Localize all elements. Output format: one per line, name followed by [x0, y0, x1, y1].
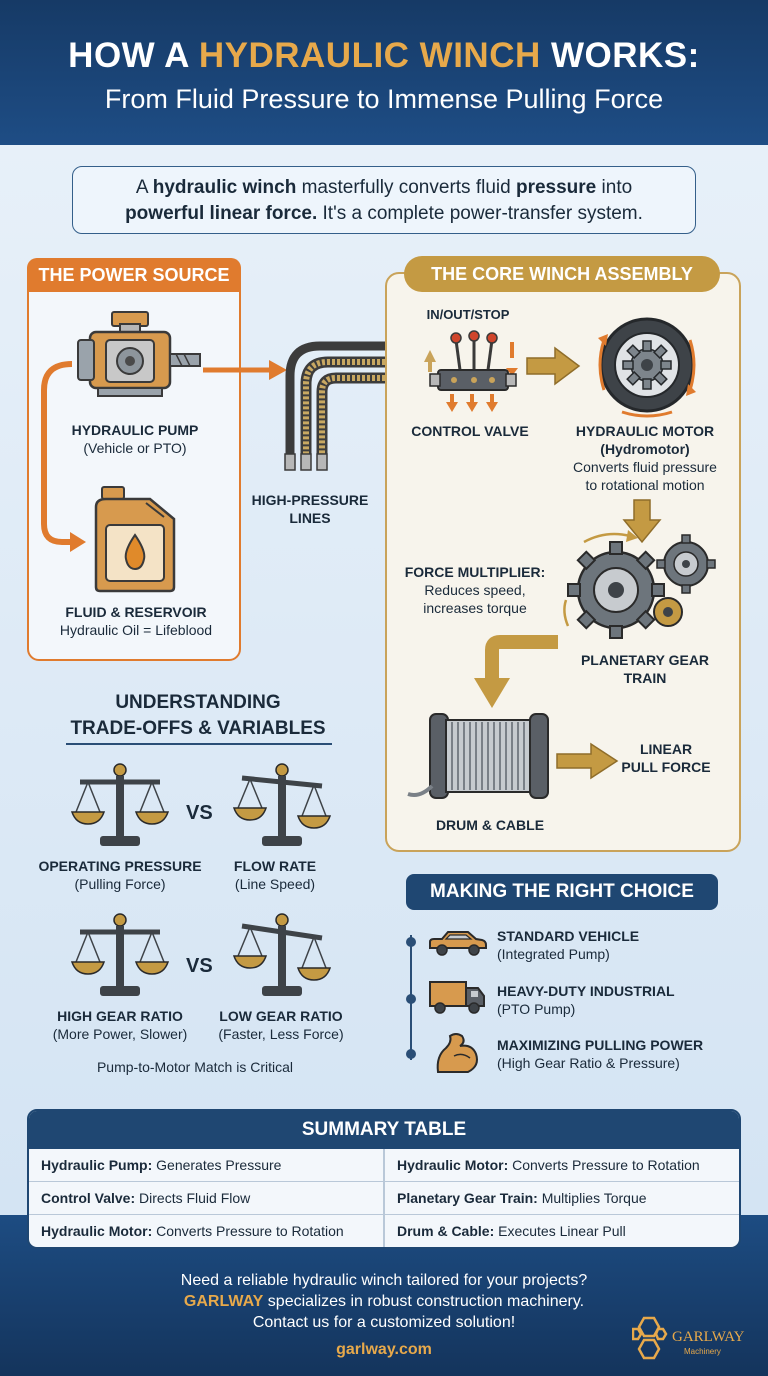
- truck-icon: [429, 981, 485, 1014]
- choice-item: STANDARD VEHICLE(Integrated Pump): [497, 928, 640, 962]
- return-flow-arrow: [41, 361, 86, 552]
- brand-name: GARLWAY: [183, 1293, 264, 1310]
- pump-to-lines-arrow: [203, 360, 287, 380]
- balance-scale-icon: [70, 763, 170, 846]
- timeline-dot: [406, 1049, 416, 1059]
- timeline-dot: [406, 937, 416, 947]
- balance-scale-icon: [232, 763, 332, 846]
- summary-title: SUMMARY TABLE: [29, 1111, 739, 1149]
- balance-scale-icon: [70, 913, 170, 996]
- core-assembly-title: THE CORE WINCH ASSEMBLY: [404, 256, 720, 292]
- control-valve-icon: [424, 330, 518, 412]
- oil-reservoir-icon: [94, 486, 176, 593]
- page-subtitle: From Fluid Pressure to Immense Pulling F…: [104, 84, 664, 114]
- timeline-dot: [406, 994, 416, 1004]
- drum-to-pull-arrow: [556, 742, 619, 780]
- high-gear-ratio-label: HIGH GEAR RATIO(More Power, Slower): [52, 1008, 188, 1042]
- footer-cta: Need a reliable hydraulic winch tailored…: [180, 1272, 588, 1331]
- table-divider: [383, 1149, 385, 1247]
- match-note: Pump-to-Motor Match is Critical: [96, 1059, 294, 1075]
- valve-to-motor-arrow: [526, 346, 581, 386]
- vs-label: VS: [186, 802, 213, 824]
- power-source-title: THE POWER SOURCE: [27, 258, 241, 292]
- valve-mode-label: IN/OUT/STOP: [426, 307, 510, 322]
- table-cell: Control Valve: Directs Fluid Flow: [29, 1182, 383, 1215]
- hydraulic-motor-icon: [598, 317, 696, 418]
- gear-to-drum-arrow: [474, 635, 558, 708]
- operating-pressure-label: OPERATING PRESSURE(Pulling Force): [38, 858, 202, 892]
- summary-table: SUMMARY TABLE Hydraulic Pump: Generates …: [27, 1109, 741, 1249]
- table-cell: Planetary Gear Train: Multiplies Torque: [385, 1182, 739, 1215]
- motor-to-gear-arrow: [622, 499, 662, 544]
- title-highlight: HYDRAULIC WINCH: [198, 36, 541, 75]
- motor-label: HYDRAULIC MOTOR(Hydromotor)Converts flui…: [573, 423, 717, 493]
- garlway-logo: GARLWAY Machinery: [632, 1316, 745, 1360]
- website-link[interactable]: garlway.com: [336, 1341, 432, 1358]
- choice-title: MAKING THE RIGHT CHOICE: [406, 874, 718, 910]
- tradeoffs-underline: [66, 743, 332, 745]
- flow-rate-label: FLOW RATE(Line Speed): [233, 858, 317, 892]
- drum-label: DRUM & CABLE: [435, 817, 545, 833]
- table-cell: Drum & Cable: Executes Linear Pull: [397, 1223, 626, 1239]
- force-multiplier-label: FORCE MULTIPLIER:Reduces speed,increases…: [404, 564, 546, 616]
- car-icon: [429, 931, 487, 956]
- intro-box: A hydraulic winch masterfully converts f…: [72, 166, 696, 234]
- page-title: HOW A HYDRAULIC WINCH WORKS:: [68, 36, 700, 75]
- choice-item: HEAVY-DUTY INDUSTRIAL(PTO Pump): [497, 983, 675, 1017]
- hydraulic-pump-icon: [77, 311, 201, 397]
- flexed-arm-icon: [436, 1033, 478, 1073]
- planetary-gear-icon: [563, 530, 716, 639]
- pump-label: HYDRAULIC PUMP(Vehicle or PTO): [71, 422, 199, 456]
- table-cell: Hydraulic Pump: Generates Pressure: [29, 1149, 383, 1182]
- vs-label: VS: [186, 955, 213, 977]
- low-gear-ratio-label: LOW GEAR RATIO(Faster, Less Force): [218, 1008, 344, 1042]
- drum-cable-icon: [407, 713, 549, 799]
- logo-subtext: Machinery: [684, 1347, 721, 1356]
- logo-text: GARLWAY: [672, 1329, 745, 1345]
- header-banner: HOW A HYDRAULIC WINCH WORKS: From Fluid …: [0, 0, 768, 145]
- balance-scale-icon: [232, 913, 332, 996]
- valve-label: CONTROL VALVE: [411, 423, 529, 439]
- table-cell: Hydraulic Motor: Converts Pressure to Ro…: [41, 1223, 344, 1239]
- table-cell: Hydraulic Motor: Converts Pressure to Ro…: [385, 1149, 739, 1182]
- choice-item: MAXIMIZING PULLING POWER(High Gear Ratio…: [497, 1037, 704, 1071]
